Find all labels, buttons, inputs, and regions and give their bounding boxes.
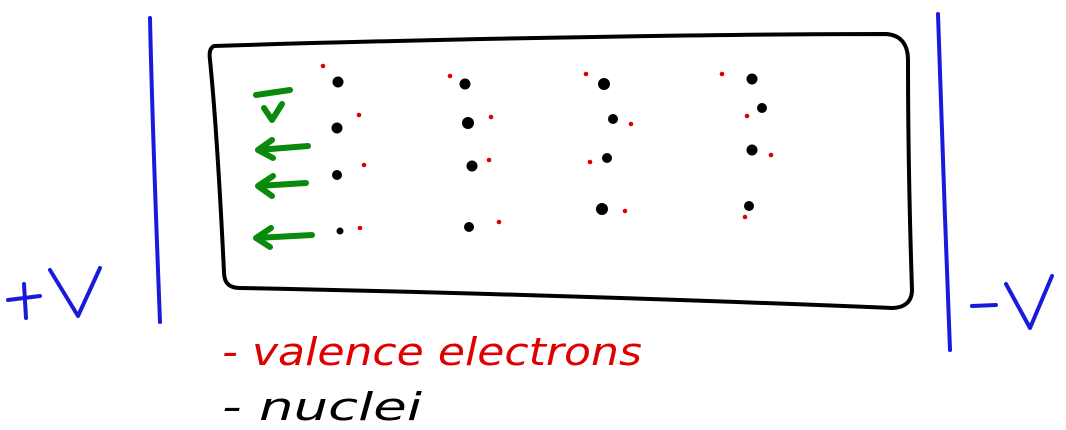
valence-electron: [357, 225, 363, 231]
valence-electron: [488, 114, 494, 120]
drift-arrows-group: [253, 87, 315, 250]
electrons-group: [320, 63, 774, 231]
plus-sign-icon: [6, 282, 42, 320]
conductor-box: [207, 32, 914, 310]
right-plate: [936, 12, 952, 352]
valence-electron: [583, 71, 589, 77]
valence-electron: [486, 157, 492, 163]
valence-electron: [622, 208, 628, 214]
nucleus: [744, 201, 754, 211]
left-arrow-icon: [255, 173, 309, 199]
nucleus: [466, 160, 478, 172]
nucleus: [602, 153, 612, 163]
plus-v-text: +V: [8, 323, 10, 326]
legend-valence-electrons: - valence electrons: [222, 330, 642, 374]
nucleus: [332, 170, 342, 180]
valence-electron: [361, 162, 367, 168]
nucleus: [459, 78, 471, 90]
v-glyph: [1004, 274, 1054, 330]
left-arrow-icon: [255, 137, 311, 161]
nucleus: [746, 73, 758, 85]
nucleus: [746, 144, 758, 156]
valence-electron: [587, 159, 593, 165]
v-glyph: [48, 266, 102, 318]
valence-electron: [744, 113, 750, 119]
valence-electron: [768, 152, 774, 158]
valence-electron: [356, 112, 362, 118]
minus-sign-icon: [970, 303, 998, 308]
legend-nuclei: - nuclei: [222, 385, 423, 429]
nucleus: [462, 117, 474, 129]
minus-v-text: -V: [972, 329, 973, 331]
nucleus: [464, 222, 474, 232]
plus-v-label: [6, 266, 102, 320]
left-plate: [148, 16, 162, 324]
nucleus: [332, 76, 344, 88]
nucleus: [598, 78, 610, 90]
valence-electron: [628, 121, 634, 127]
valence-electron: [742, 214, 748, 220]
valence-electron: [496, 219, 502, 225]
nucleus: [596, 203, 608, 215]
nucleus: [608, 114, 618, 124]
nuclei-group: [331, 73, 767, 235]
minus-v-label: [970, 274, 1054, 330]
nucleus: [757, 103, 767, 113]
left-arrow-icon: [253, 225, 315, 250]
valence-electron: [320, 63, 326, 69]
valence-electron: [719, 71, 725, 77]
valence-electron: [447, 73, 453, 79]
drift-v-mark: [261, 101, 285, 123]
drift-dash: [253, 87, 293, 98]
nucleus: [336, 227, 344, 235]
nucleus: [331, 122, 343, 134]
